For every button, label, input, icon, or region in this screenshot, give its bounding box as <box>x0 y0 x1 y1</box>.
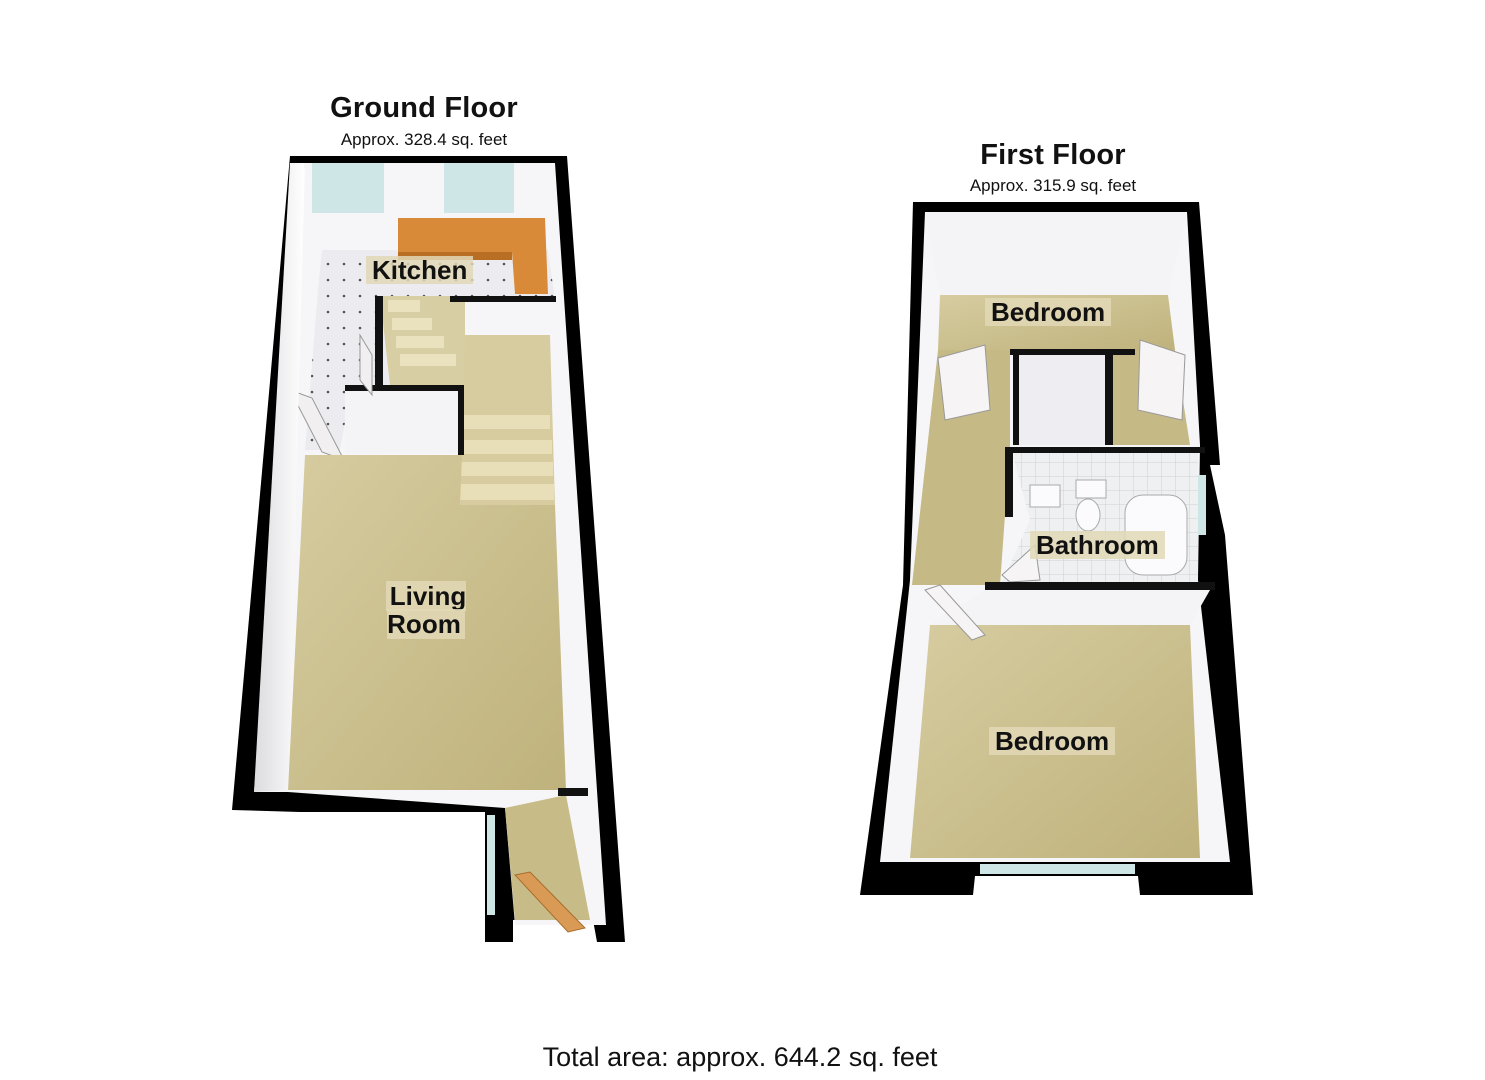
wardrobe-door-right <box>1137 339 1186 421</box>
staircase <box>380 296 555 505</box>
toilet <box>1075 498 1101 532</box>
basin <box>1029 484 1061 508</box>
kitchen-worktop <box>398 218 548 294</box>
first-floor-area: Approx. 315.9 sq. feet <box>969 176 1137 195</box>
kitchen-window-left <box>312 163 384 213</box>
ground-floor-area: Approx. 328.4 sq. feet <box>340 130 508 149</box>
stair-cupboard-door <box>359 333 373 397</box>
ground-floor-plan <box>232 156 625 942</box>
ground-floor-title: Ground Floor <box>330 92 518 124</box>
kitchen-window-right <box>444 163 514 213</box>
total-area: Total area: approx. 644.2 sq. feet <box>542 1042 938 1072</box>
porch-window <box>487 815 495 915</box>
first-floor-title: First Floor <box>980 139 1126 171</box>
room-label-bedroom-rear: Bedroom <box>985 298 1112 326</box>
front-door <box>514 871 586 933</box>
landing-cupboard <box>1015 355 1110 445</box>
room-label-living-room-text: Living Room <box>385 581 467 639</box>
wardrobe-door-left <box>937 344 991 421</box>
porch-floor <box>505 795 590 920</box>
room-label-kitchen: Kitchen <box>366 256 474 284</box>
room-label-bedroom-front: Bedroom <box>989 727 1116 755</box>
bedroom-door <box>924 584 986 641</box>
bedroom-window <box>980 864 1135 874</box>
room-label-bathroom: Bathroom <box>1030 531 1165 559</box>
room-label-living-room: Living Room <box>370 581 482 639</box>
bathroom-window <box>1198 475 1206 535</box>
